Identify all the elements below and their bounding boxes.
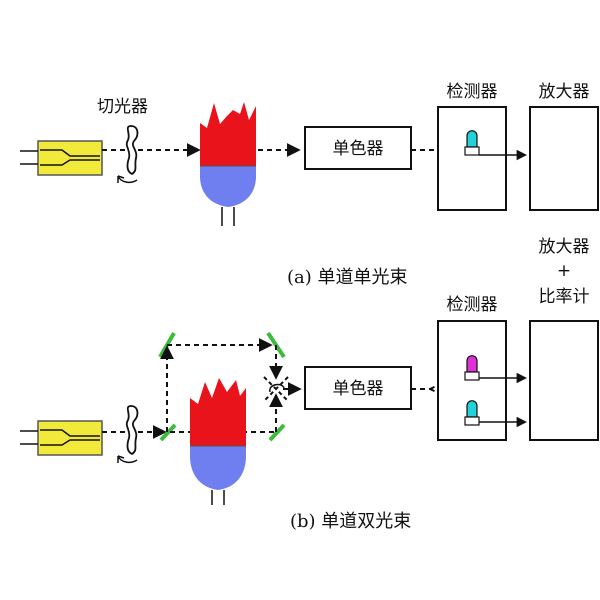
- detector-tube-icon: [464, 400, 480, 426]
- beam-combiner-icon: [263, 376, 289, 402]
- monochromator-label: 单色器: [333, 379, 384, 399]
- monochromator-label: 单色器: [333, 139, 384, 159]
- chopper-icon: [117, 405, 139, 464]
- diagram-b: 单色器 检测器 放大器 + 比率计 (b) 单道双光束: [20, 237, 599, 532]
- detector-label: 检测器: [447, 295, 498, 315]
- monochromator-box: [304, 366, 412, 410]
- amplifier-label: 放大器: [539, 237, 590, 257]
- hollow-cathode-lamp-icon: [20, 140, 103, 176]
- chopper-icon: [117, 125, 139, 184]
- amplifier-label: 放大器: [539, 82, 590, 102]
- plus-label: +: [557, 261, 571, 281]
- monochromator-box: [304, 126, 412, 170]
- chopper-label: 切光器: [97, 97, 148, 117]
- ratio-meter-label: 比率计: [539, 287, 590, 307]
- hollow-cathode-lamp-icon: [20, 420, 103, 456]
- flame-icon: [190, 378, 246, 505]
- detector-label: 检测器: [447, 82, 498, 102]
- caption-a: (a) 单道单光束: [287, 267, 408, 288]
- detector-box: [437, 106, 507, 211]
- amplifier-ratio-box: [529, 320, 599, 441]
- caption-b: (b) 单道双光束: [290, 511, 411, 532]
- amplifier-box: [529, 106, 599, 211]
- flame-icon: [200, 102, 256, 226]
- detector-tube-icon: [464, 355, 480, 381]
- diagram-a: 切光器 单色器 检测器 放大器 (a) 单道单光束: [20, 82, 599, 288]
- detector-tube-icon: [464, 130, 480, 156]
